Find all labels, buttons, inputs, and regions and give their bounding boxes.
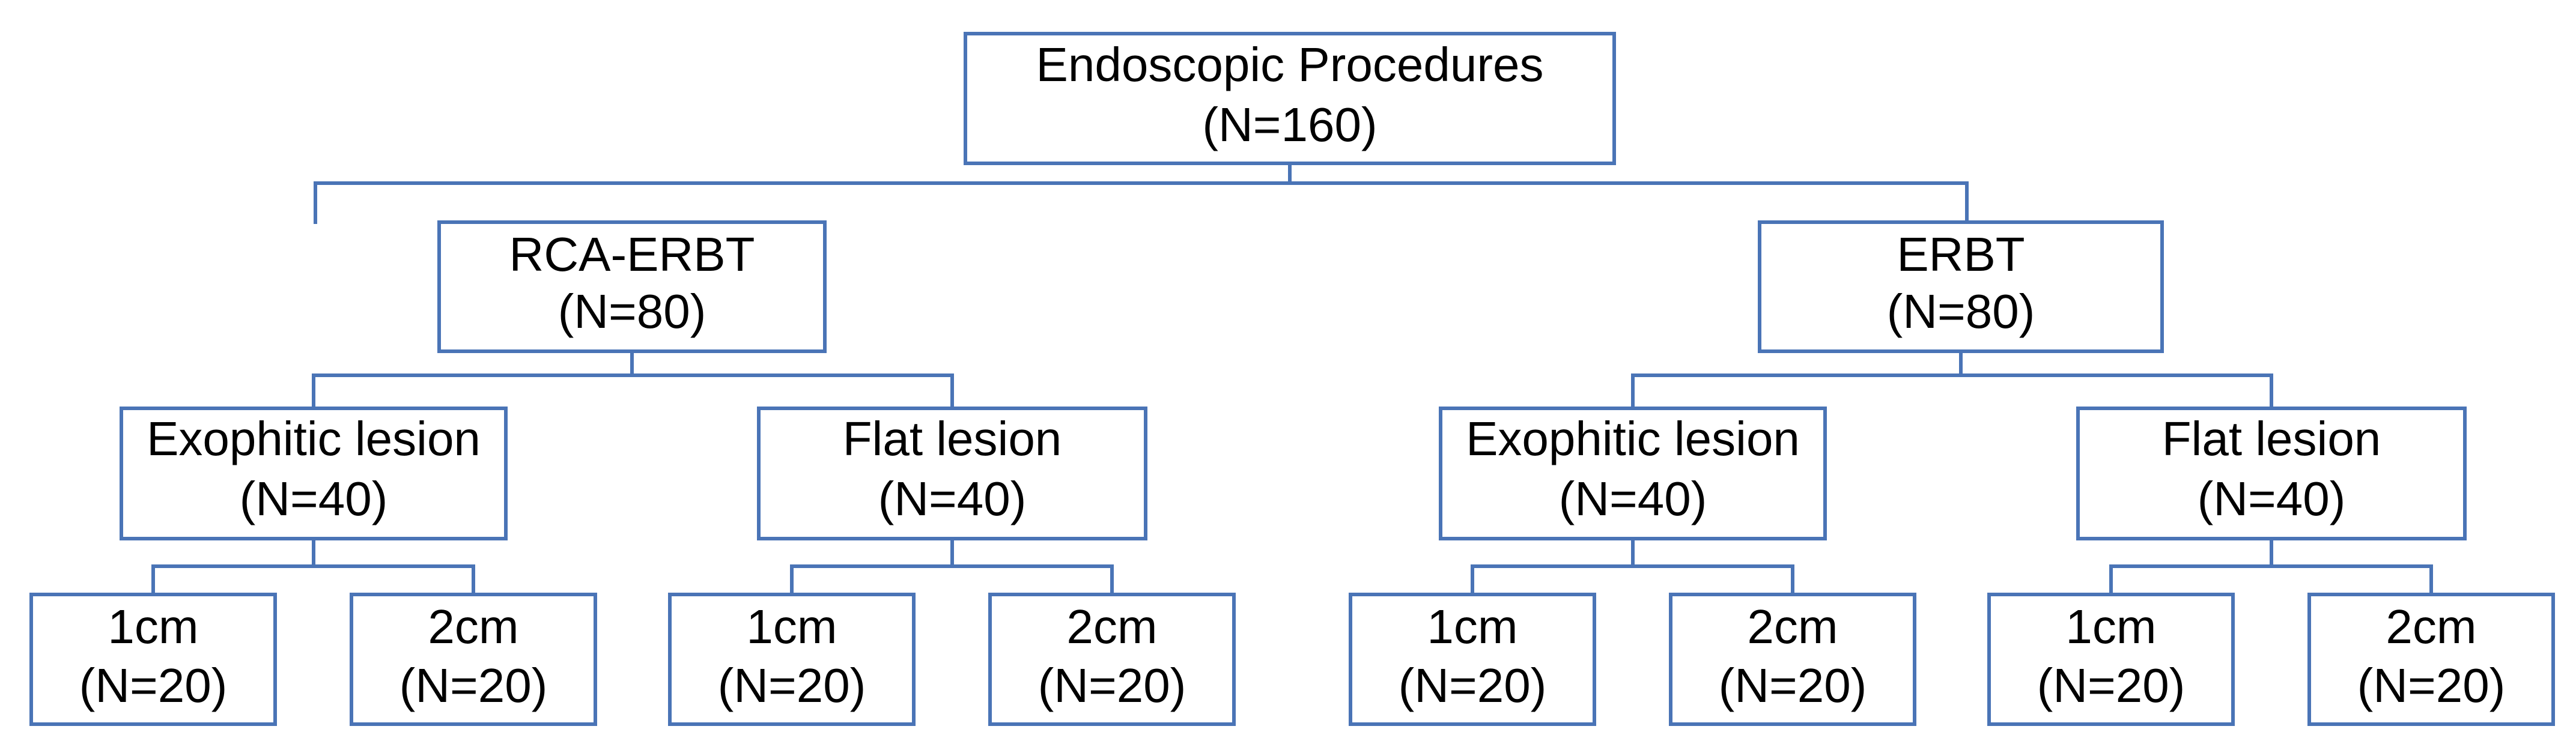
node-rca-exophitic-count: (N=40) bbox=[240, 472, 388, 525]
node-rca-flat-2cm-title: 2cm bbox=[1066, 600, 1157, 653]
node-rca-exo-2cm-title: 2cm bbox=[428, 600, 518, 653]
node-rca-flat-2cm-count: (N=20) bbox=[1038, 659, 1186, 712]
connector-erbt bbox=[1631, 349, 2273, 410]
node-erbt-exophitic-count: (N=40) bbox=[1559, 472, 1707, 525]
node-rca-flat-1cm-title: 1cm bbox=[746, 600, 837, 653]
node-erbt-exo-2cm-title: 2cm bbox=[1747, 600, 1838, 653]
node-rca-exo-2cm-count: (N=20) bbox=[399, 659, 548, 712]
node-rca-exophitic-title: Exophitic lesion bbox=[147, 412, 481, 465]
node-erbt-count: (N=80) bbox=[1887, 285, 2035, 338]
node-erbt: ERBT (N=80) bbox=[1758, 220, 2164, 353]
node-rca-erbt-count: (N=80) bbox=[558, 285, 706, 338]
node-rca-flat-count: (N=40) bbox=[878, 472, 1027, 525]
node-rca-exo-1cm: 1cm (N=20) bbox=[29, 593, 277, 726]
connector-rca-exophitic bbox=[151, 537, 475, 596]
node-root: Endoscopic Procedures (N=160) bbox=[964, 32, 1616, 165]
connector-rca-erbt bbox=[312, 349, 954, 410]
node-rca-exo-1cm-count: (N=20) bbox=[79, 659, 228, 712]
node-erbt-exo-1cm: 1cm (N=20) bbox=[1349, 593, 1596, 726]
node-rca-flat-1cm: 1cm (N=20) bbox=[668, 593, 916, 726]
node-erbt-exophitic-title: Exophitic lesion bbox=[1466, 412, 1800, 465]
node-erbt-flat-title: Flat lesion bbox=[2162, 412, 2381, 465]
node-erbt-flat-2cm: 2cm (N=20) bbox=[2307, 593, 2555, 726]
node-erbt-flat-1cm: 1cm (N=20) bbox=[1987, 593, 2235, 726]
node-erbt-title: ERBT bbox=[1897, 228, 2025, 281]
node-root-count: (N=160) bbox=[1202, 98, 1377, 151]
node-erbt-exo-2cm-count: (N=20) bbox=[1719, 659, 1867, 712]
node-erbt-exophitic: Exophitic lesion (N=40) bbox=[1439, 407, 1827, 540]
node-erbt-exo-1cm-count: (N=20) bbox=[1399, 659, 1547, 712]
node-rca-erbt: RCA-ERBT (N=80) bbox=[437, 220, 827, 353]
node-erbt-flat-2cm-count: (N=20) bbox=[2357, 659, 2506, 712]
node-erbt-flat-1cm-count: (N=20) bbox=[2037, 659, 2186, 712]
node-rca-flat-2cm: 2cm (N=20) bbox=[988, 593, 1236, 726]
node-erbt-flat-count: (N=40) bbox=[2198, 472, 2346, 525]
node-erbt-flat-1cm-title: 1cm bbox=[2065, 600, 2156, 653]
node-erbt-flat-2cm-title: 2cm bbox=[2386, 600, 2476, 653]
node-erbt-exo-2cm: 2cm (N=20) bbox=[1669, 593, 1916, 726]
connector-erbt-flat bbox=[2109, 537, 2433, 596]
node-rca-exophitic: Exophitic lesion (N=40) bbox=[120, 407, 508, 540]
connector-erbt-exophitic bbox=[1471, 537, 1794, 596]
node-rca-erbt-title: RCA-ERBT bbox=[509, 228, 755, 281]
node-rca-exo-2cm: 2cm (N=20) bbox=[350, 593, 597, 726]
connector-rca-flat bbox=[790, 537, 1114, 596]
node-root-title: Endoscopic Procedures bbox=[1036, 38, 1544, 91]
node-erbt-flat: Flat lesion (N=40) bbox=[2076, 407, 2467, 540]
node-rca-flat-1cm-count: (N=20) bbox=[718, 659, 866, 712]
node-rca-exo-1cm-title: 1cm bbox=[108, 600, 198, 653]
connector-root bbox=[314, 162, 1969, 224]
connectors bbox=[151, 162, 2433, 596]
node-rca-flat-title: Flat lesion bbox=[843, 412, 1062, 465]
node-rca-flat: Flat lesion (N=40) bbox=[757, 407, 1147, 540]
node-erbt-exo-1cm-title: 1cm bbox=[1427, 600, 1517, 653]
